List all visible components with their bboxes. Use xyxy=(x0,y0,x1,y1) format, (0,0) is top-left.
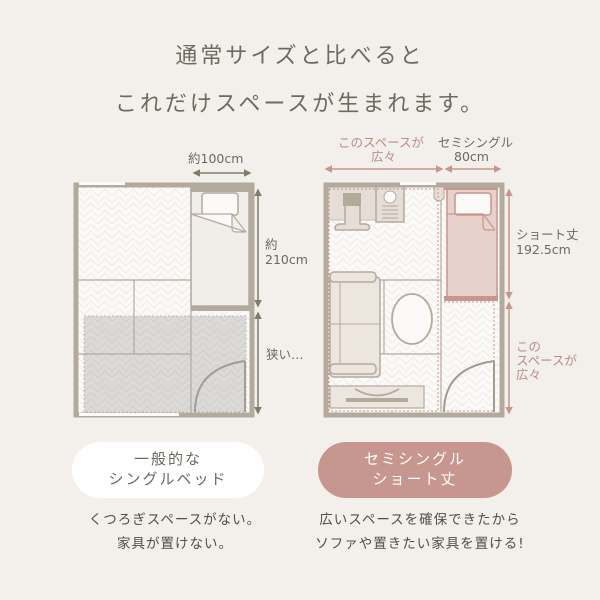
narrow-label: 狭い… xyxy=(266,347,304,362)
desc-line-1: 広いスペースを確保できたから xyxy=(319,512,521,528)
width-label: 約100cm xyxy=(188,151,244,166)
semi-single-pill: セミシングル ショート丈 xyxy=(318,442,512,498)
pill-line-2: シングルベッド xyxy=(108,470,228,488)
single-bed-pill: 一般的な シングルベッド xyxy=(72,442,264,498)
bed-length-label-1: ショート丈 xyxy=(516,227,579,242)
round-table-icon xyxy=(391,293,433,345)
height-label-1: 約 xyxy=(265,237,278,252)
single-bed-icon xyxy=(190,187,250,307)
right-description: 広いスペースを確保できたから ソファや置きたい家具を置ける! xyxy=(290,508,550,556)
semi-single-bed-icon xyxy=(444,186,498,301)
height-label-2: 210cm xyxy=(265,252,308,267)
pill-line-1: セミシングル xyxy=(363,450,466,468)
desc-line-2: ソファや置きたい家具を置ける! xyxy=(315,536,525,552)
right-floor-plan xyxy=(323,165,513,418)
left-description: くつろぎスペースがない。 家具が置けない。 xyxy=(60,508,290,556)
headline-line-1: 通常サイズと比べると xyxy=(175,44,425,69)
sofa-icon xyxy=(329,271,381,378)
shelf-icon xyxy=(375,185,405,223)
bed-width-label-2: 80cm xyxy=(454,149,489,164)
desc-line-2: 家具が置けない。 xyxy=(117,536,233,552)
left-floor-plan xyxy=(73,169,262,418)
pill-line-2: ショート丈 xyxy=(372,470,458,488)
space-length-label-3: 広々 xyxy=(516,367,542,382)
pill-line-1: 一般的な xyxy=(133,450,202,468)
space-width-label-1: このスペースが xyxy=(338,135,425,150)
bed-length-label-2: 192.5cm xyxy=(516,242,571,257)
space-length-label-1: この xyxy=(516,339,542,354)
door-icon xyxy=(194,360,246,413)
headline-line-2: これだけスペースが生まれます。 xyxy=(114,92,486,117)
door-icon xyxy=(443,360,495,413)
space-width-label-2: 広々 xyxy=(371,149,397,164)
desk-chair-icon xyxy=(327,185,383,231)
bed-width-label-1: セミシングル xyxy=(438,135,514,150)
desc-line-1: くつろぎスペースがない。 xyxy=(88,512,262,528)
space-length-label-2: スペースが xyxy=(516,353,578,368)
trash-bin-icon xyxy=(433,185,445,202)
tv-stand-icon xyxy=(329,385,425,409)
